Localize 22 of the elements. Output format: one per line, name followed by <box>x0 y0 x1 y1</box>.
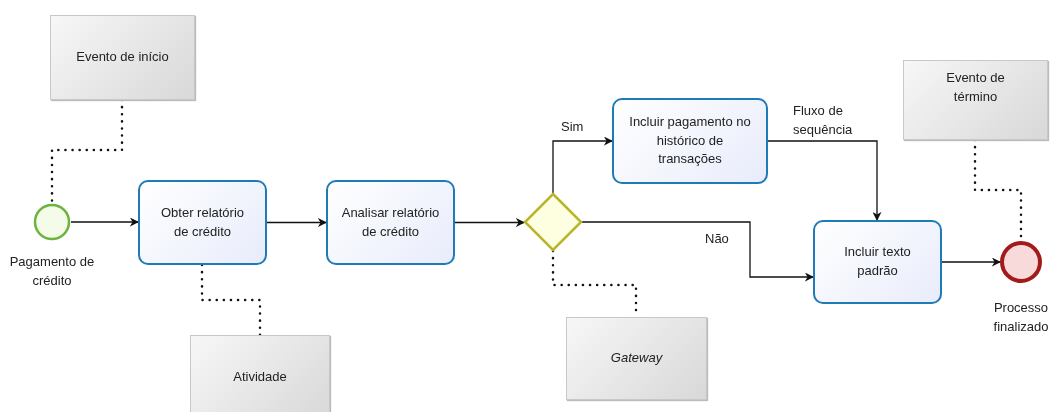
sequence-arrow <box>581 221 814 282</box>
annotation-box: Gateway <box>566 317 707 400</box>
task-box: Obter relatório de crédito <box>138 180 267 265</box>
association-line <box>200 263 262 337</box>
event-caption: Pagamento de crédito <box>8 253 96 290</box>
sequence-arrow <box>552 136 613 194</box>
task-box: Incluir pagamento no histórico de transações <box>612 98 768 184</box>
annotation-box: Evento de término <box>903 60 1048 140</box>
annotation-box: Evento de início <box>50 15 195 100</box>
task-box: Incluir texto padrão <box>813 220 942 304</box>
annotation-box: Atividade <box>190 335 330 412</box>
sequence-arrow <box>266 218 327 227</box>
end-event-circle <box>1000 241 1042 283</box>
sequence-arrow <box>941 257 1001 267</box>
sequence-arrow <box>70 217 139 227</box>
event-caption: Processo finalizado <box>992 299 1050 336</box>
start-event-circle <box>33 203 71 241</box>
sequence-arrow <box>767 140 882 221</box>
sequence-arrow <box>454 218 525 227</box>
gateway-diamond <box>524 193 582 251</box>
association-line <box>50 98 124 205</box>
task-box: Analisar relatório de crédito <box>326 180 455 265</box>
